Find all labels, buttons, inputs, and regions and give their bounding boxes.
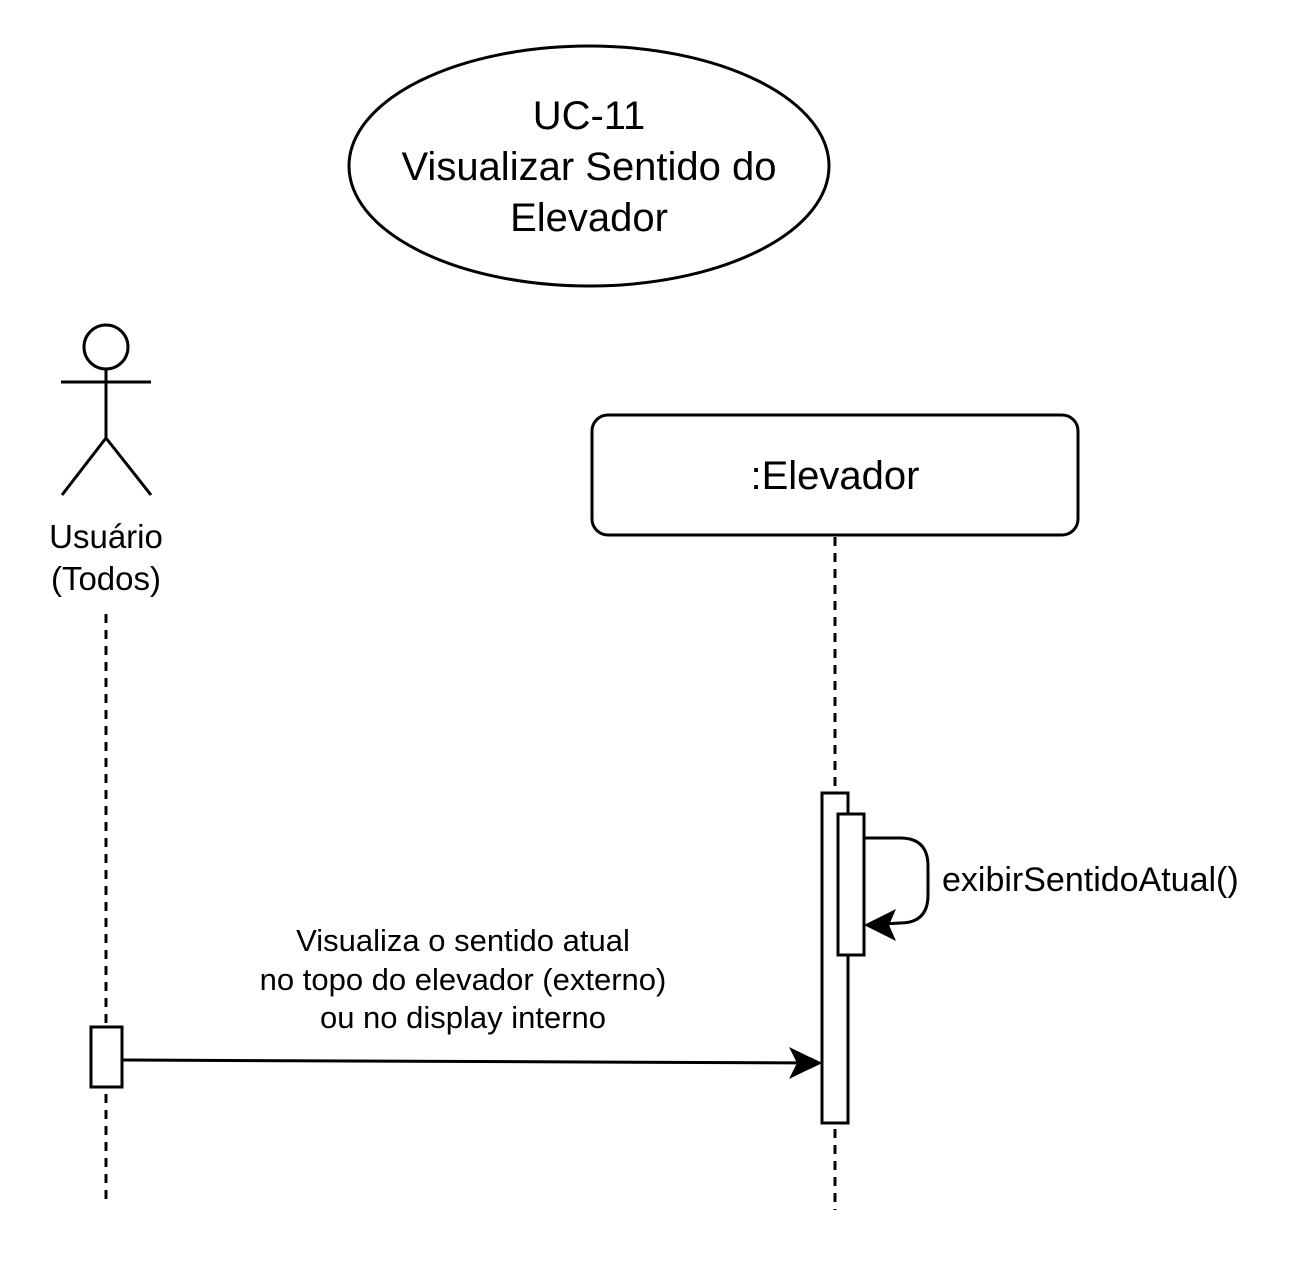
message-label-line-1: Visualiza o sentido atual [296,923,630,958]
self-call-activation-bar [836,812,866,957]
self-message-label: exibirSentidoAtual() [942,861,1239,899]
self-message-arrow [864,836,930,927]
message-label-line-2: no topo do elevador (externo) [260,962,667,997]
actor-icon [60,323,153,496]
object-elevador: :Elevador [590,413,1080,537]
object-label: :Elevador [751,454,920,498]
message-label-line-3: ou no display interno [320,1000,606,1035]
use-case-title-line-1: UC-11 [533,94,646,138]
use-case: UC-11 Visualizar Sentido do Elevador [347,44,831,288]
actor: Usuário (Todos) [49,323,163,597]
message-arrow [121,1056,822,1069]
use-case-ellipse [347,44,831,288]
self-message: exibirSentidoAtual() [864,836,1239,941]
self-message-arrowhead [864,909,896,941]
actor-label-line-1: Usuário [49,518,163,555]
actor-label-line-2: (Todos) [51,560,161,597]
object-box [590,413,1080,537]
message-visualiza: Visualiza o sentido atual no topo do ele… [121,923,822,1079]
actor-activation-bar [89,1025,124,1089]
message-arrowhead [789,1047,822,1079]
use-case-title-line-2: Visualizar Sentido do [401,145,776,189]
use-case-title-line-3: Elevador [510,196,668,240]
